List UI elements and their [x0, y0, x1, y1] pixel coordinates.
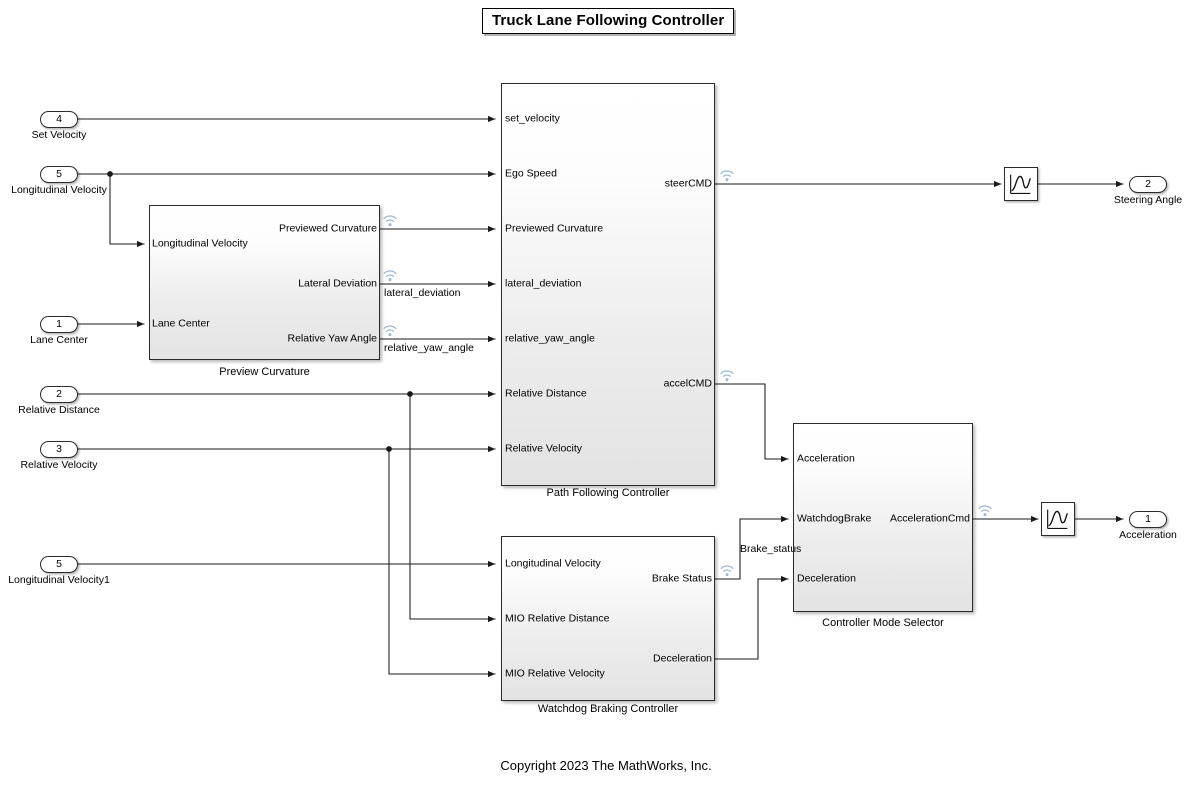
signal-logging-badge-accelcmd[interactable] [720, 368, 735, 383]
port-out-preview-curvature-lateral-deviation: Lateral Deviation [298, 277, 377, 290]
block-watchdog-braking-controller[interactable] [501, 536, 715, 701]
copyright-notice: Copyright 2023 The MathWorks, Inc. [500, 758, 712, 773]
block-preview-curvature[interactable] [149, 205, 380, 360]
inport-label-relative-distance: Relative Distance [18, 404, 100, 416]
scope-block-steering[interactable] [1004, 167, 1038, 201]
inport-longitudinal-velocity1[interactable]: 5 [40, 556, 78, 573]
inport-number: 1 [56, 318, 62, 330]
wifi-icon [383, 270, 397, 282]
inport-number: 4 [56, 113, 62, 125]
block-label-controller-mode-selector: Controller Mode Selector [822, 617, 944, 629]
block-label-path-following-controller: Path Following Controller [546, 487, 670, 499]
port-in-wbc-mio-relative-distance: MIO Relative Distance [505, 612, 610, 625]
port-in-pfc-set-velocity: set_velocity [505, 112, 560, 125]
block-path-following-controller[interactable] [501, 83, 715, 486]
inport-label-lane-center: Lane Center [30, 334, 88, 346]
inport-relative-velocity[interactable]: 3 [40, 441, 78, 458]
signal-logging-badge-accelerationcmd[interactable] [978, 503, 993, 518]
inport-label-longitudinal-velocity: Longitudinal Velocity [11, 184, 107, 196]
inport-label-longitudinal-velocity1: Longitudinal Velocity1 [8, 574, 110, 586]
port-in-wbc-mio-relative-velocity: MIO Relative Velocity [505, 667, 605, 680]
port-in-cms-acceleration: Acceleration [797, 452, 855, 465]
wifi-icon [978, 505, 992, 517]
outport-number: 2 [1145, 178, 1151, 190]
port-in-preview-curvature-longitudinal-velocity: Longitudinal Velocity [152, 237, 248, 250]
signal-logging-badge-brake-status[interactable] [720, 563, 735, 578]
port-out-wbc-deceleration: Deceleration [653, 652, 712, 665]
port-in-pfc-previewed-curvature: Previewed Curvature [505, 222, 604, 235]
port-out-cms-accelerationcmd: AccelerationCmd [890, 512, 970, 525]
inport-relative-distance[interactable]: 2 [40, 386, 78, 403]
wifi-icon [720, 370, 734, 382]
block-label-watchdog-braking-controller: Watchdog Braking Controller [537, 703, 679, 715]
wifi-icon [720, 565, 734, 577]
inport-number: 2 [56, 388, 62, 400]
port-in-pfc-relative-velocity: Relative Velocity [505, 442, 583, 455]
port-in-pfc-ego-speed: Ego Speed [505, 167, 557, 180]
port-out-pfc-steercmd: steerCMD [664, 177, 712, 190]
wifi-icon [383, 215, 397, 227]
signal-label-lateral-deviation: lateral_deviation [384, 287, 461, 299]
port-out-preview-curvature-previewed-curvature: Previewed Curvature [278, 222, 377, 235]
outport-acceleration[interactable]: 1 [1129, 511, 1167, 528]
inport-number: 3 [56, 443, 62, 455]
inport-longitudinal-velocity[interactable]: 5 [40, 166, 78, 183]
signal-label-brake-status: Brake_status [740, 543, 802, 555]
wifi-icon [383, 325, 397, 337]
page-title: Truck Lane Following Controller [482, 8, 735, 34]
port-out-wbc-brake-status: Brake Status [651, 572, 712, 585]
outport-label-steering-angle: Steering Angle [1113, 194, 1183, 206]
inport-set-velocity[interactable]: 4 [40, 111, 78, 128]
port-in-wbc-longitudinal-velocity: Longitudinal Velocity [505, 557, 601, 570]
signal-label-relative-yaw-angle: relative_yaw_angle [384, 342, 474, 354]
port-in-cms-watchdogbrake: WatchdogBrake [797, 512, 872, 525]
inport-number: 5 [56, 168, 62, 180]
port-in-pfc-relative-yaw-angle: relative_yaw_angle [505, 332, 595, 345]
port-in-pfc-relative-distance: Relative Distance [505, 387, 587, 400]
port-in-pfc-lateral-deviation: lateral_deviation [505, 277, 582, 290]
port-in-preview-curvature-lane-center: Lane Center [152, 317, 210, 330]
block-label-preview-curvature: Preview Curvature [219, 366, 310, 378]
outport-number: 1 [1145, 513, 1151, 525]
inport-number: 5 [56, 558, 62, 570]
outport-label-acceleration: Acceleration [1119, 529, 1177, 541]
port-out-pfc-accelcmd: accelCMD [663, 377, 712, 390]
signal-curve-icon [1047, 509, 1069, 529]
signal-logging-badge-relative-yaw-angle[interactable] [383, 323, 398, 338]
inport-lane-center[interactable]: 1 [40, 316, 78, 333]
block-controller-mode-selector[interactable] [793, 423, 973, 612]
outport-steering-angle[interactable]: 2 [1129, 176, 1167, 193]
port-out-preview-curvature-relative-yaw-angle: Relative Yaw Angle [287, 332, 377, 345]
signal-logging-badge-previewed-curvature[interactable] [383, 213, 398, 228]
wifi-icon [720, 170, 734, 182]
signal-logging-badge-lateral-deviation[interactable] [383, 268, 398, 283]
port-in-cms-deceleration: Deceleration [797, 572, 856, 585]
inport-label-relative-velocity: Relative Velocity [20, 459, 98, 471]
inport-label-set-velocity: Set Velocity [31, 129, 87, 141]
signal-logging-badge-steercmd[interactable] [720, 168, 735, 183]
signal-curve-icon [1010, 174, 1032, 194]
scope-block-acceleration[interactable] [1041, 502, 1075, 536]
